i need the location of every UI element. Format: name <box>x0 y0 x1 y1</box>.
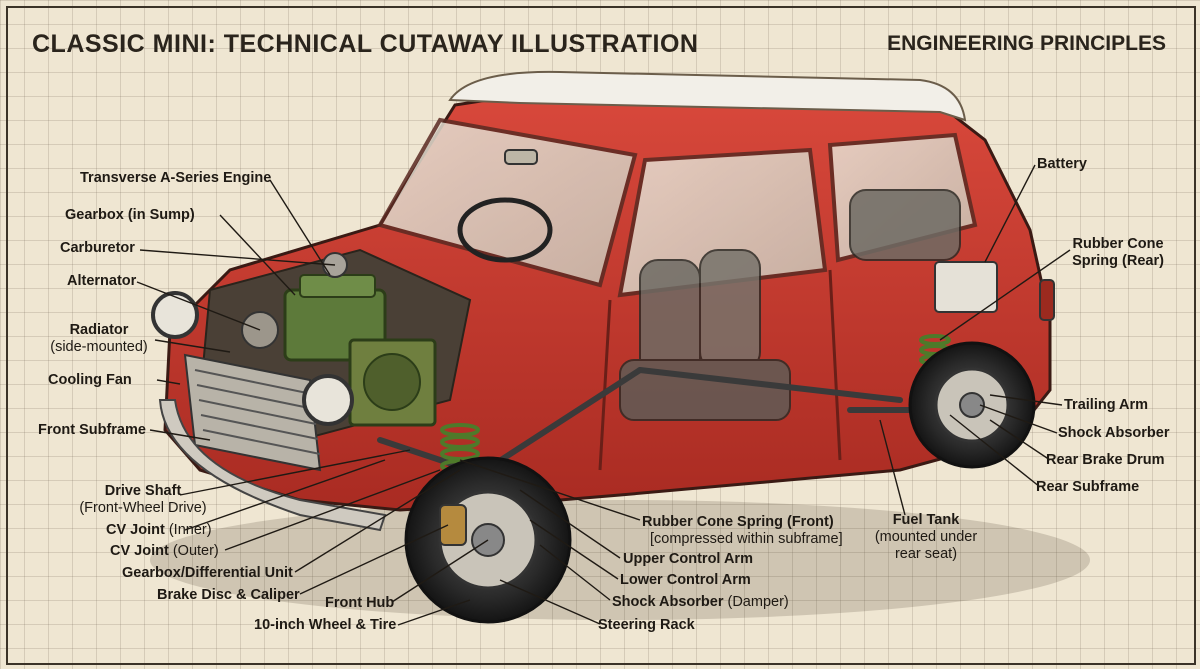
battery-box <box>934 261 998 313</box>
cooling-fan-disc <box>363 353 421 411</box>
label-steering-rack: Steering Rack <box>598 617 695 633</box>
label-fuel-tank-note1: (mounted under <box>874 529 978 545</box>
label-shock-rear: Shock Absorber <box>1058 425 1170 441</box>
right-headlight <box>302 374 354 426</box>
label-wheel-tire: 10-inch Wheel & Tire <box>254 617 397 633</box>
label-rubber-cone-front-name: Rubber Cone Spring (Front) <box>642 514 834 530</box>
label-rear-subframe: Rear Subframe <box>1036 479 1140 495</box>
label-battery: Battery <box>1037 156 1087 172</box>
label-drive-shaft: Drive Shaft (Front-Wheel Drive) <box>68 483 218 517</box>
label-gearbox-diff: Gearbox/Differential Unit <box>122 565 293 581</box>
label-rear-brake: Rear Brake Drum <box>1046 452 1165 468</box>
label-rubber-cone-rear-line1: Rubber Cone <box>1072 236 1164 252</box>
page-subtitle: ENGINEERING PRINCIPLES <box>887 32 1166 55</box>
label-cv-outer-note: (Outer) <box>172 543 219 559</box>
grille-bars <box>194 369 321 455</box>
label-drive-shaft-name: Drive Shaft <box>104 483 182 499</box>
ground-shadow <box>150 500 1090 620</box>
label-carburetor: Carburetor <box>60 240 135 256</box>
label-fuel-tank-note2: rear seat) <box>894 546 958 562</box>
label-engine: Transverse A-Series Engine <box>80 170 272 186</box>
leader-lines <box>136 164 1071 626</box>
front-bumper <box>158 399 387 532</box>
label-drive-shaft-note: (Front-Wheel Drive) <box>79 500 207 516</box>
label-rubber-cone-rear-line2: Spring (Rear) <box>1072 253 1164 269</box>
label-upper-arm: Upper Control Arm <box>623 551 753 567</box>
border-frame <box>6 6 1196 665</box>
steering-wheel <box>457 197 553 263</box>
label-cv-inner-name: CV Joint <box>106 522 165 538</box>
label-cv-outer: CV Joint (Outer) <box>110 543 219 560</box>
label-radiator: Radiator (side-mounted) <box>40 322 158 356</box>
label-gearbox-sump: Gearbox (in Sump) <box>65 207 195 223</box>
door-line <box>598 269 842 471</box>
rear-view-mirror <box>504 149 538 165</box>
label-radiator-name: Radiator <box>69 322 129 338</box>
rear-wheel <box>908 341 1036 469</box>
label-fuel-tank-name: Fuel Tank <box>892 512 960 528</box>
label-cv-inner: CV Joint (Inner) <box>106 522 212 539</box>
label-alternator: Alternator <box>67 273 137 289</box>
rear-light <box>1039 279 1055 321</box>
label-cooling-fan: Cooling Fan <box>48 372 132 388</box>
label-brake-disc: Brake Disc & Caliper <box>157 587 300 603</box>
label-shock-front-name: Shock Absorber <box>612 594 724 610</box>
label-lower-arm: Lower Control Arm <box>620 572 751 588</box>
label-rubber-cone-front-note: [compressed within subframe] <box>650 531 843 547</box>
engine-head <box>299 274 376 298</box>
label-shock-front-note: (Damper) <box>727 594 789 610</box>
label-rubber-cone-front: Rubber Cone Spring (Front) [compressed w… <box>642 514 843 548</box>
label-radiator-note: (side-mounted) <box>50 339 148 355</box>
front-side-window <box>617 147 828 298</box>
label-rubber-cone-rear: Rubber Cone Spring (Rear) <box>1062 236 1174 270</box>
car-roof <box>448 70 967 122</box>
left-headlight <box>151 291 199 339</box>
page-title: CLASSIC MINI: TECHNICAL CUTAWAY ILLUSTRA… <box>32 30 699 58</box>
label-front-hub: Front Hub <box>325 595 395 611</box>
label-cv-outer-name: CV Joint <box>110 543 169 559</box>
front-grille <box>183 353 322 472</box>
label-fuel-tank: Fuel Tank (mounted under rear seat) <box>866 512 986 563</box>
label-trailing-arm: Trailing Arm <box>1064 397 1149 413</box>
label-shock-front: Shock Absorber (Damper) <box>612 594 789 611</box>
label-cv-inner-note: (Inner) <box>168 522 212 538</box>
label-front-subframe: Front Subframe <box>38 422 146 438</box>
